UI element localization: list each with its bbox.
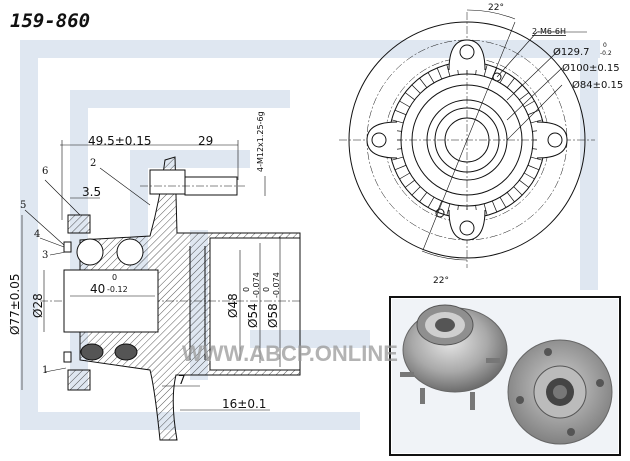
dim-pilot-58-tol-lower: -0.074 <box>272 272 281 298</box>
tone-ring-tooth <box>446 64 451 77</box>
dim-step: 7 <box>178 373 186 387</box>
tone-ring-tooth <box>530 119 543 124</box>
tone-ring-tooth <box>491 200 498 213</box>
tone-ring-tooth <box>399 172 411 180</box>
tone-ring-tooth <box>419 192 428 203</box>
dim-pilot-58-tol-upper: 0 <box>262 287 271 292</box>
tone-ring-tooth <box>427 196 435 208</box>
tone-ring-tooth <box>411 186 421 196</box>
tone-ring-tooth <box>404 179 415 188</box>
part-label-4: 4 <box>34 229 40 240</box>
angle-top: 22° <box>488 3 504 13</box>
dim-bearing-width-tol-upper: 0 <box>112 273 117 282</box>
pcd-bolt-label: Ø100±0.15 <box>562 62 620 74</box>
dim-outer-diameter: Ø77±0.05 <box>8 274 22 336</box>
tone-ring-tooth <box>506 77 515 88</box>
angle-bottom: 22° <box>433 276 449 286</box>
watermark-text: WWW.ABCP.ONLINE <box>182 341 398 366</box>
part-label-5: 5 <box>20 200 26 211</box>
dim-pilot-48: Ø48 <box>226 293 240 318</box>
tone-ring-tooth <box>519 179 530 188</box>
tone-ring-tooth <box>519 92 530 101</box>
tone-ring-tooth <box>506 192 515 203</box>
tone-ring-tooth <box>499 196 507 208</box>
pcd-outer-label: Ø129.7 <box>553 46 590 58</box>
dim-bearing-width: 40 <box>90 282 105 296</box>
tone-ring-tooth <box>483 64 488 77</box>
tone-ring-tooth <box>523 172 535 180</box>
tone-ring-tooth <box>391 156 404 161</box>
dim-pilot-54: Ø54 <box>246 303 260 328</box>
hub-photo-front <box>507 339 613 445</box>
front-view <box>339 9 595 268</box>
dim-pilot-54-tol-lower: -0.074 <box>252 272 261 298</box>
tone-ring-tooth <box>523 100 535 108</box>
tone-ring-tooth <box>499 72 507 84</box>
bolt-lug-right <box>536 121 568 159</box>
dim-width: 49.5±0.15 <box>88 134 152 148</box>
dim-flange-offset: 3.5 <box>82 185 101 199</box>
part-number-title: 159-860 <box>10 10 90 32</box>
thread-holes-label: 2-M6-6H <box>532 27 566 36</box>
tone-ring-tooth <box>527 109 540 116</box>
hub-photo-angled <box>400 304 508 410</box>
dim-pilot-54-tol-upper: 0 <box>242 287 251 292</box>
tone-ring-tooth <box>436 200 443 213</box>
dim-pilot-58: Ø58 <box>266 303 280 328</box>
tone-ring-tooth <box>513 186 523 196</box>
bolt-lug-left <box>366 121 398 159</box>
tone-ring-tooth <box>419 77 428 88</box>
part-label-1: 1 <box>42 365 48 376</box>
pcd-outer-tol-lower: -0.2 <box>600 50 612 57</box>
dim-stud-thread: 4-M12x1.25-6g <box>256 111 265 172</box>
pcd-inner-label: Ø84±0.15 <box>572 79 623 91</box>
tone-ring-tooth <box>404 92 415 101</box>
dim-pilot-length: 16±0.1 <box>222 397 266 411</box>
tone-ring-tooth <box>411 84 421 94</box>
side-section-view <box>21 140 301 441</box>
bolt-lug-top <box>448 39 486 71</box>
tone-ring-tooth <box>530 156 543 161</box>
bolt-lug-bottom <box>448 209 486 241</box>
tone-ring-tooth <box>483 203 488 216</box>
part-label-6: 6 <box>42 166 48 177</box>
tone-ring-tooth <box>427 72 435 84</box>
tone-ring-tooth <box>391 119 404 124</box>
dim-stud-length: 29 <box>198 134 213 148</box>
part-label-3: 3 <box>42 250 48 261</box>
tone-ring-tooth <box>527 164 540 171</box>
part-label-2: 2 <box>90 158 96 169</box>
tone-ring-tooth <box>436 67 443 80</box>
dim-bearing-width-tol-lower: -0.12 <box>107 285 128 294</box>
tone-ring-tooth <box>394 164 407 171</box>
product-photo <box>389 296 621 456</box>
pcd-outer-tol-upper: 0 <box>603 42 607 49</box>
tone-ring-tooth <box>399 100 411 108</box>
tone-ring-tooth <box>394 109 407 116</box>
dim-bore: Ø28 <box>31 293 45 318</box>
tone-ring-tooth <box>446 203 451 216</box>
